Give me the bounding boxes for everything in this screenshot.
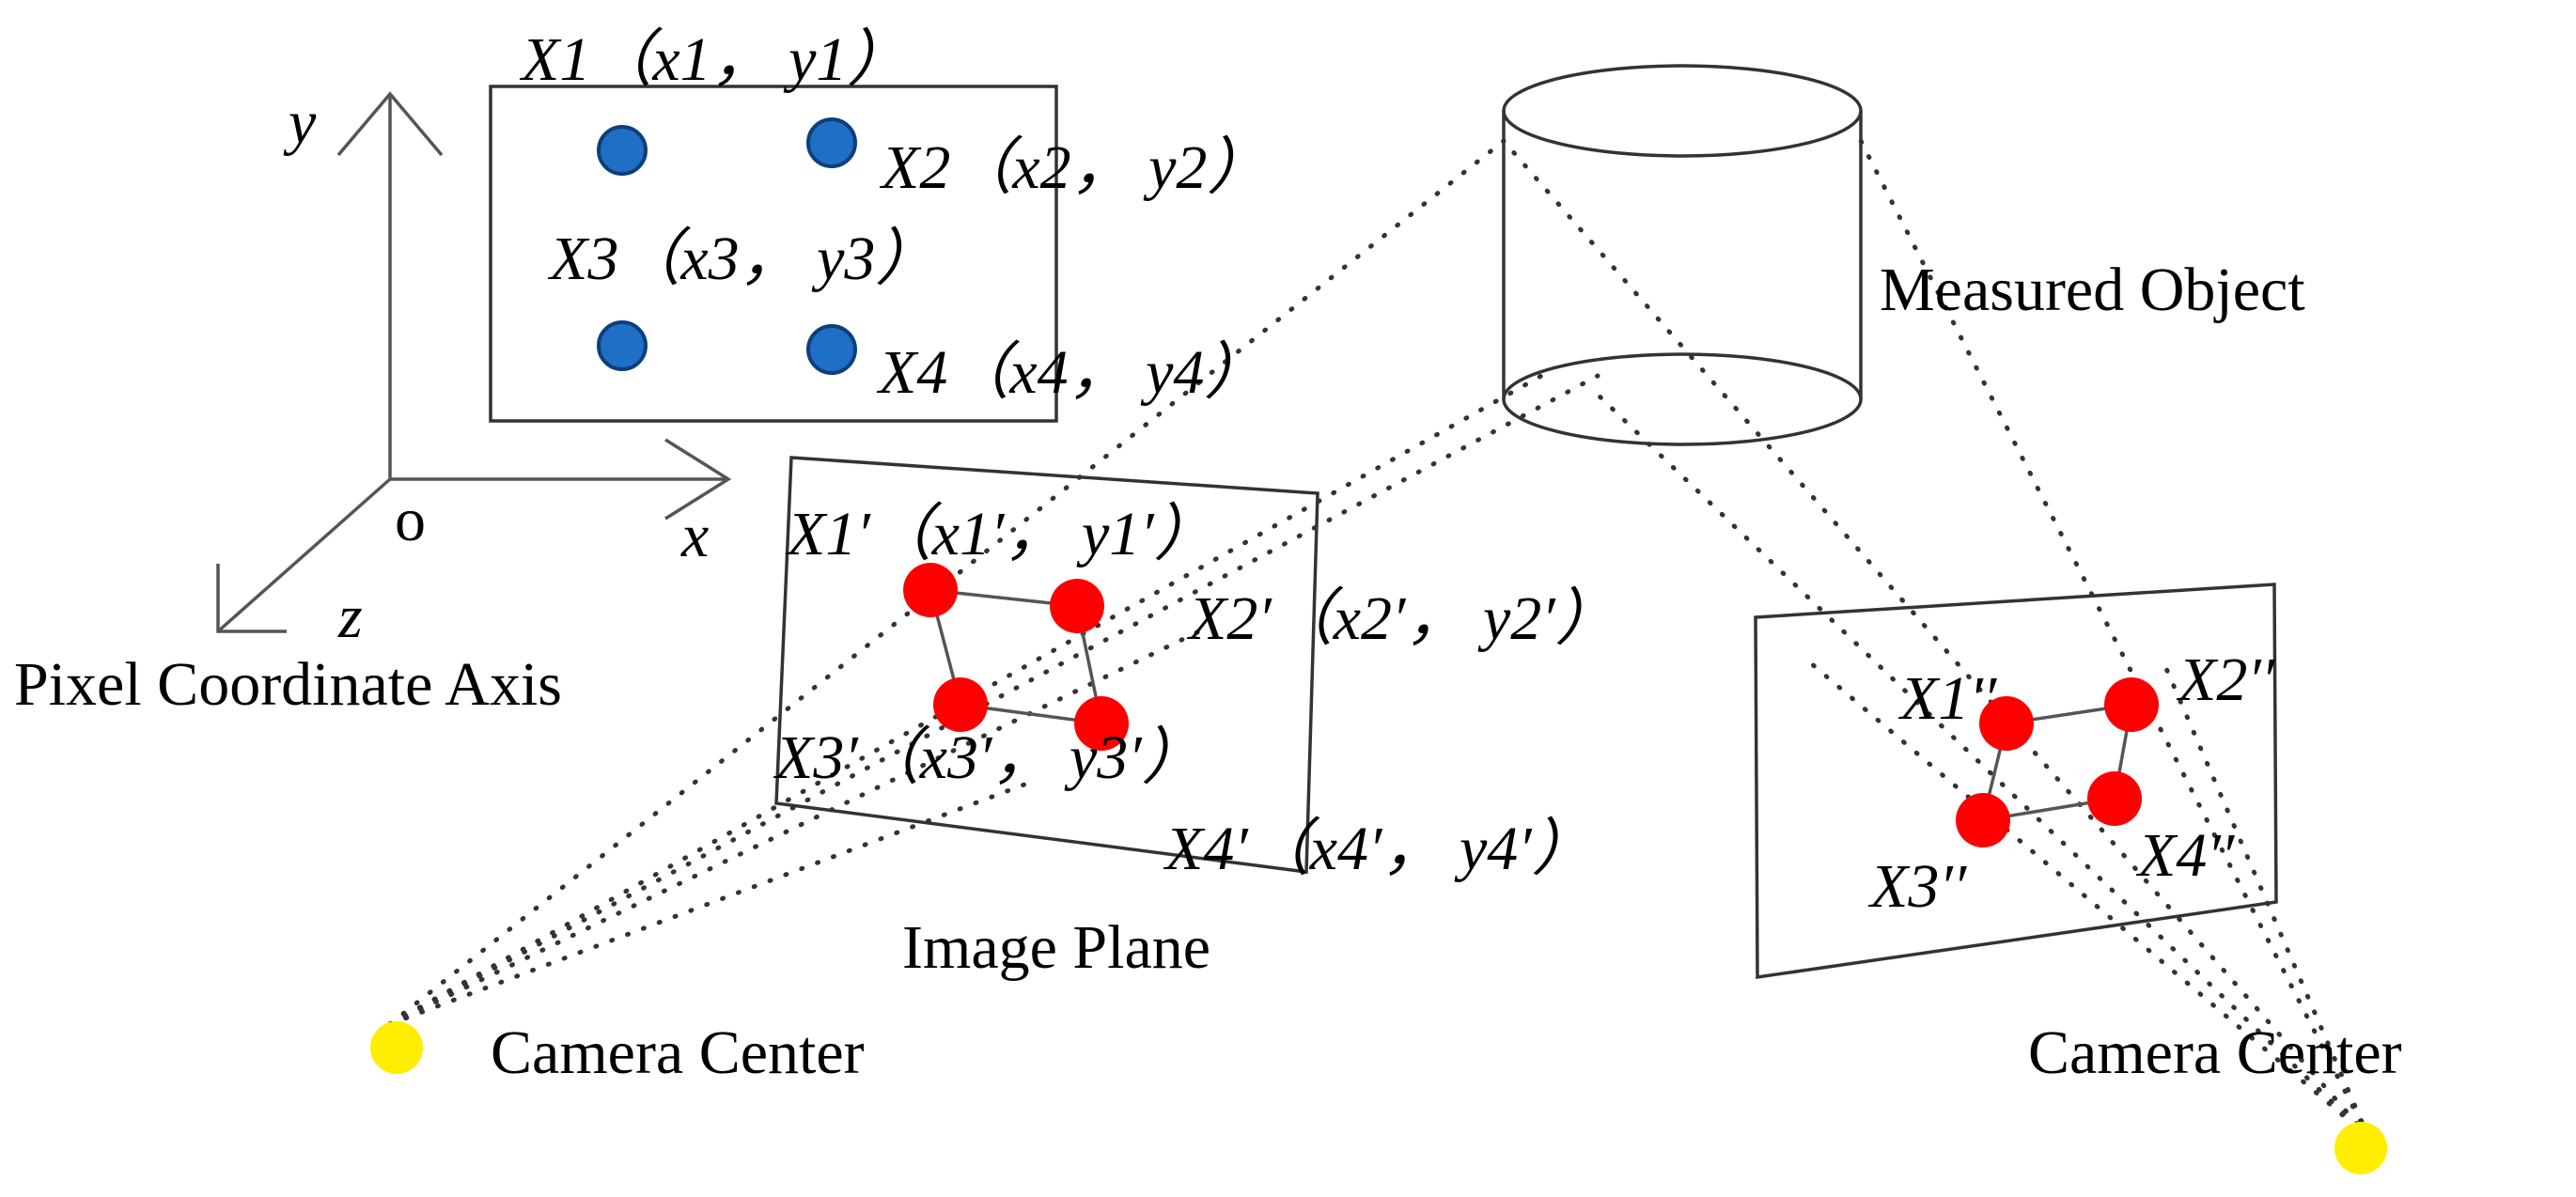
world-label-x1: X1（x1， y1） [519,25,909,94]
world-label-x4: X4（x4， y4） [876,338,1266,407]
world-points-frame [489,85,1058,423]
image-label-x4-prime: X4′（x4′， y4′） [1163,815,1594,883]
image-point-x1-prime [903,563,958,617]
world-point-x2 [806,117,857,168]
origin-label: o [395,486,426,554]
image-plane-right-frame [1754,583,2278,980]
image2-label-x1: X1′′ [1897,664,1998,733]
image-plane-caption: Image Plane [902,913,1210,982]
image2-point-x3 [1956,793,2010,847]
image-label-x3-prime: X3′（x3′， y3′） [773,723,1204,792]
world-point-x3 [597,320,648,371]
measured-object: Measured Object [1502,64,2305,446]
camera-center-right-caption: Camera Center [2028,1018,2402,1087]
image2-point-x4 [2087,771,2142,826]
z-axis-label: z [337,583,363,651]
image-label-x1-prime: X1′（x1′， y1′） [785,500,1216,568]
x-axis-label: x [680,502,709,570]
measured-object-caption: Measured Object [1880,256,2305,324]
image2-label-x4: X4′′ [2135,821,2236,890]
y-axis-label: y [283,88,317,157]
image-label-x2-prime: X2′（x2′， y2′） [1186,584,1617,653]
pixel-coordinate-axis-caption: Pixel Coordinate Axis [14,650,562,719]
image-plane-right: X1′′ X2′′ X3′′ X4′′ [1754,583,2278,980]
pixel-coordinate-axes: y x z o Pixel Coordinate Axis [14,88,732,719]
cylinder-bottom [1502,352,1863,446]
world-label-x3: X3（x3， y3） [547,225,937,293]
world-points-panel: X1（x1， y1） X2（x2， y2） X3（x3， y3） X4（x4， … [489,25,1269,423]
camera-center-left-caption: Camera Center [491,1018,865,1087]
image2-point-x2 [2104,677,2159,732]
world-point-x4 [806,324,857,375]
image2-label-x3: X3′′ [1867,852,1968,921]
image-plane-left-frame [774,456,1319,874]
image-plane-left: X1′（x1′， y1′） X2′（x2′， y2′） X3′（x3′， y3′… [773,456,1617,982]
image-point-x4-prime [1074,696,1129,751]
image2-label-x2: X2′′ [2176,645,2276,714]
image-point-x3-prime [933,677,988,732]
camera-center-left-dot [370,1021,423,1074]
cylinder-top [1502,64,1863,158]
camera-center-right: Camera Center [2028,1018,2402,1174]
camera-center-right-dot [2334,1122,2387,1174]
projection-rays [387,138,2371,1140]
camera-center-left: Camera Center [370,1018,865,1087]
image2-point-x1 [1979,696,2034,751]
world-point-x1 [597,125,648,176]
world-label-x2: X2（x2， y2） [879,133,1269,202]
image-point-x2-prime [1050,579,1104,633]
